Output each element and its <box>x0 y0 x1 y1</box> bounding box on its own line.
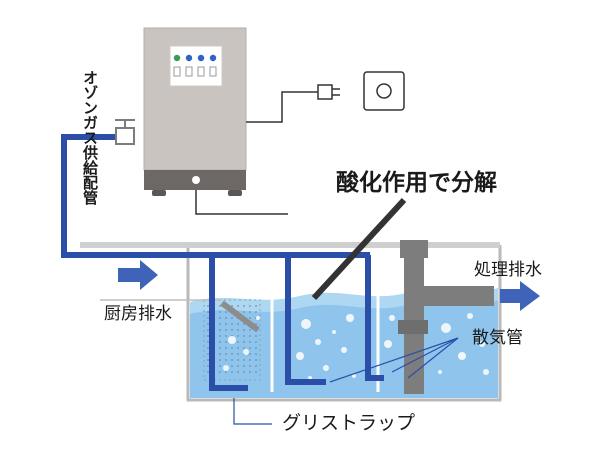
oxidation-pointer <box>311 197 407 301</box>
tank-lid <box>190 242 500 248</box>
unit-foot <box>152 190 166 196</box>
diffuser-leaders <box>329 337 459 383</box>
grease-trap-leader <box>233 398 272 425</box>
ozone-pipe-label: オゾンガス供給配管 <box>81 70 99 205</box>
tank <box>80 242 502 402</box>
outlet-pipe <box>398 240 494 394</box>
lid-extension <box>80 242 190 248</box>
power-cable <box>195 91 318 215</box>
diffuser-label: 散気管 <box>472 328 523 348</box>
bubbles <box>223 302 489 380</box>
treated-drain-label: 処理排水 <box>474 260 542 280</box>
partitions <box>270 282 380 392</box>
ozone-pipes <box>61 134 384 391</box>
indicator-light <box>197 54 205 62</box>
oxidation-label: 酸化作用で分解 <box>336 170 497 196</box>
ozone-generator-unit <box>143 27 247 196</box>
unit-foot <box>228 190 242 196</box>
outflow-arrow-icon <box>500 281 540 311</box>
kitchen-drain-label: 厨房排水 <box>104 304 172 324</box>
outlet-icon <box>363 71 405 111</box>
grease-trap-label: グリストラップ <box>282 412 416 434</box>
inflow-arrow-icon <box>118 260 158 290</box>
indicator-light <box>209 54 217 62</box>
indicator-light <box>173 54 181 62</box>
inflow-pipe <box>220 300 260 333</box>
indicator-light <box>185 54 193 62</box>
control-panel <box>169 45 223 87</box>
valve-icon <box>115 119 135 145</box>
plug-icon <box>317 84 340 100</box>
